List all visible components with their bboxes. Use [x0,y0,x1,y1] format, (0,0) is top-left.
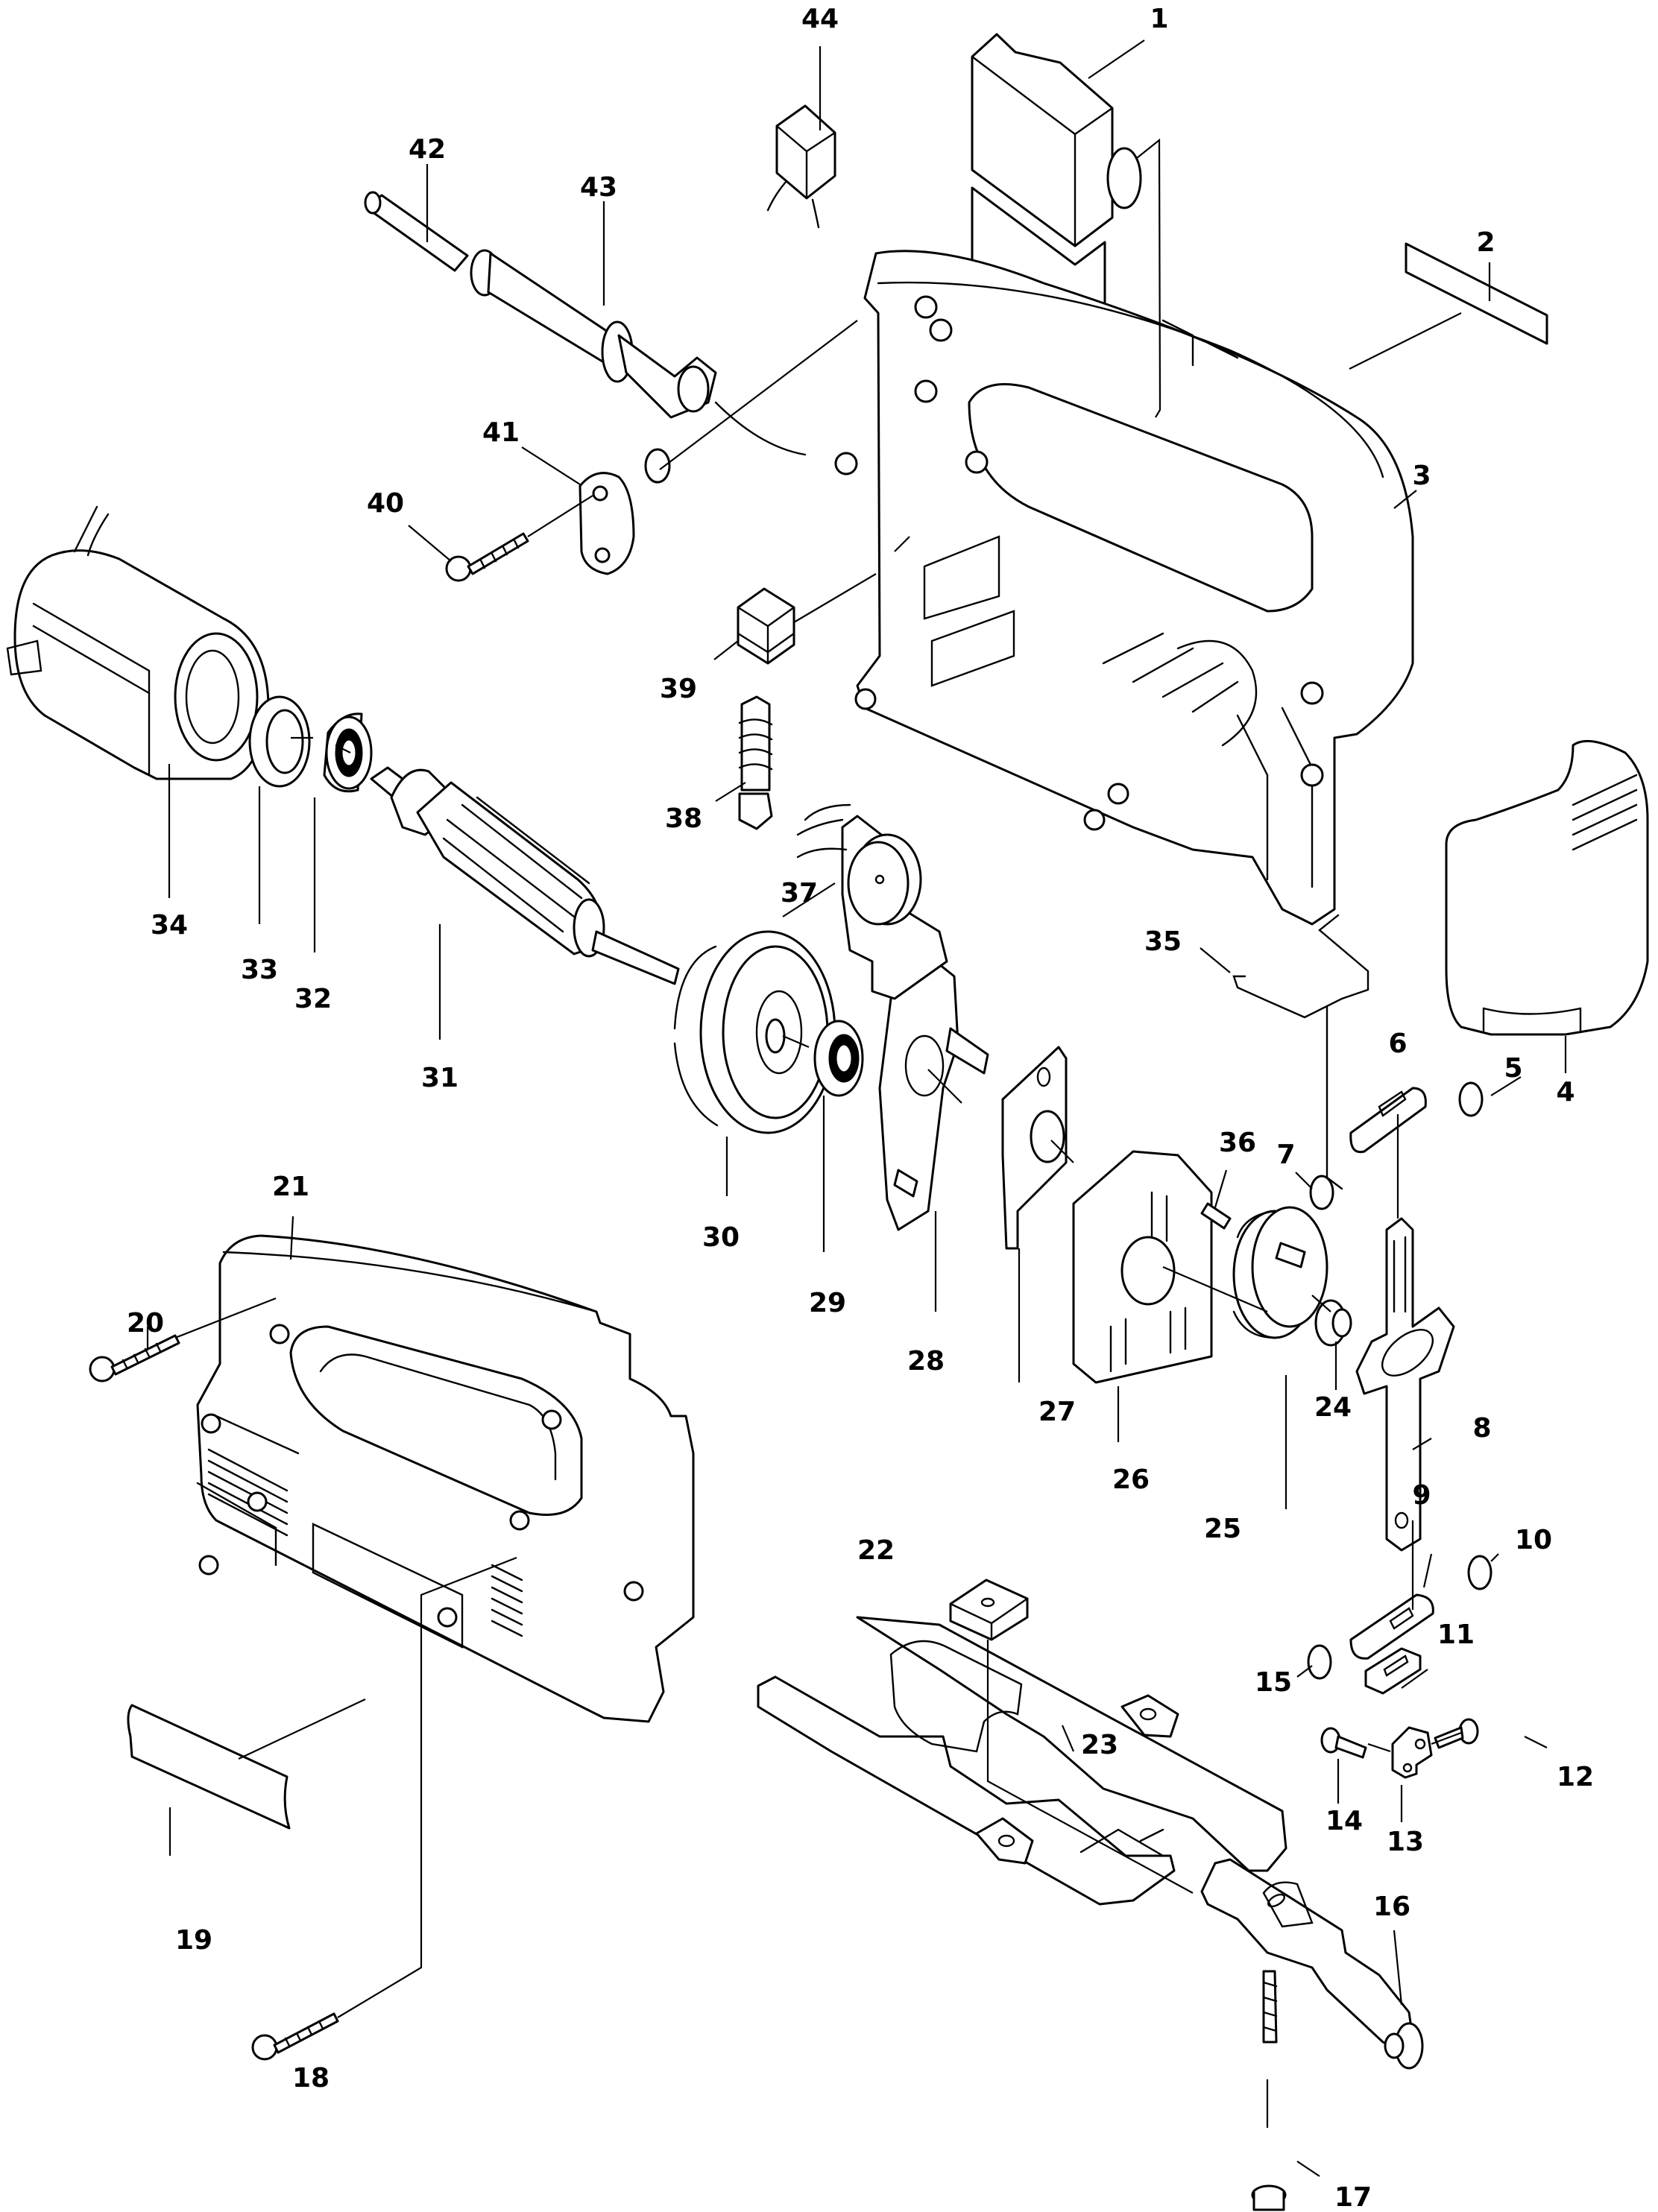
callout-16: 16 [1373,1892,1410,1922]
callout-34: 34 [151,910,188,941]
part-15-o-ring [1307,1644,1332,1680]
part-17-hex-socket-bolt [1251,1970,1287,2211]
callout-15: 15 [1255,1667,1292,1698]
callout-35: 35 [1144,926,1182,957]
callout-14: 14 [1326,1806,1363,1836]
part-3-housing-right [854,250,1414,926]
callout-6: 6 [1388,1028,1407,1059]
part-11-rubber-pin [1364,1647,1422,1695]
callout-3: 3 [1412,461,1431,491]
callout-36: 36 [1219,1128,1256,1158]
callout-43: 43 [580,172,617,203]
callout-9: 9 [1412,1480,1431,1511]
part-23-base [757,1616,1287,1906]
part-21-housing-left [196,1234,695,1723]
callout-27: 27 [1038,1397,1076,1427]
leader-lines [146,40,1567,2177]
callout-2: 2 [1476,227,1495,258]
part-41-strain-relief [579,448,671,575]
callout-25: 25 [1204,1514,1241,1544]
callout-1: 1 [1150,4,1168,34]
part-40-tapping-screw [445,532,529,582]
callout-17: 17 [1334,2182,1372,2212]
callout-30: 30 [702,1222,740,1253]
part-29-ball-bearing [813,1020,864,1097]
part-30-spur-gear [673,930,836,1134]
part-10-o-ring [1467,1555,1492,1590]
part-14-screw [1320,1727,1367,1759]
part-6-slide-upper [1349,1087,1427,1154]
part-38-carbon-brush [738,695,773,830]
part-32-ball-bearing [323,712,373,793]
part-25-crank [1232,1206,1328,1339]
part-16-roller-holder [1200,1858,1424,2070]
callout-4: 4 [1556,1077,1575,1107]
callout-8: 8 [1472,1413,1491,1444]
part-7-o-ring [1309,1175,1334,1210]
part-12-screw [1434,1718,1479,1749]
callout-7: 7 [1276,1140,1295,1170]
part-8-slider [1355,1217,1455,1552]
callout-5: 5 [1504,1053,1522,1084]
callout-38: 38 [665,803,702,834]
callout-10: 10 [1515,1525,1552,1555]
callout-26: 26 [1112,1464,1150,1495]
part-9-slide-lower [1349,1593,1434,1660]
callout-33: 33 [241,955,278,985]
part-20-tapping-screw [89,1334,180,1382]
callout-18: 18 [292,2063,330,2094]
part-31-armature [370,766,680,985]
callout-37: 37 [781,878,818,908]
part-5-o-ring [1458,1081,1484,1117]
callout-12: 12 [1557,1762,1594,1792]
part-33-rubber-ring [248,695,311,788]
callout-28: 28 [907,1346,945,1377]
callout-29: 29 [809,1288,846,1318]
callout-42: 42 [409,134,446,165]
part-36-pin [1200,1202,1232,1230]
callout-41: 41 [482,417,520,448]
callout-21: 21 [272,1172,309,1202]
part-18-tapping-screw [251,2012,339,2061]
callout-40: 40 [367,488,404,519]
callout-24: 24 [1314,1392,1352,1423]
part-22-square-nut [949,1579,1029,1641]
part-19-label [127,1704,291,1830]
callout-44: 44 [801,4,839,34]
callout-19: 19 [175,1925,212,1956]
part-43-cord-guard [470,249,858,475]
part-2-name-plate [1405,242,1548,345]
callout-31: 31 [421,1063,458,1093]
part-4-rear-cover [1445,739,1649,1036]
part-24-bearing [1314,1299,1352,1347]
part-39-brush-holder-cap [737,587,795,665]
part-28-bearing-box [878,960,989,1231]
part-13-blade-holder [1391,1726,1433,1779]
callout-22: 22 [857,1535,895,1566]
part-42-cord [364,191,469,272]
callout-32: 32 [294,984,332,1014]
callout-39: 39 [660,674,697,704]
callout-23: 23 [1081,1730,1118,1760]
callout-13: 13 [1387,1827,1424,1857]
callout-11: 11 [1437,1619,1475,1650]
part-34-field [6,505,270,780]
part-37-brush-holder [796,803,948,1000]
callout-labels: 1 2 3 4 5 6 7 8 9 10 11 12 13 14 15 16 1… [127,4,1594,2212]
callout-20: 20 [127,1308,164,1339]
part-27-plate [1001,1046,1068,1250]
part-44-noise-suppressor [766,104,836,229]
part-26-gear-housing-plate [1072,1150,1213,1384]
